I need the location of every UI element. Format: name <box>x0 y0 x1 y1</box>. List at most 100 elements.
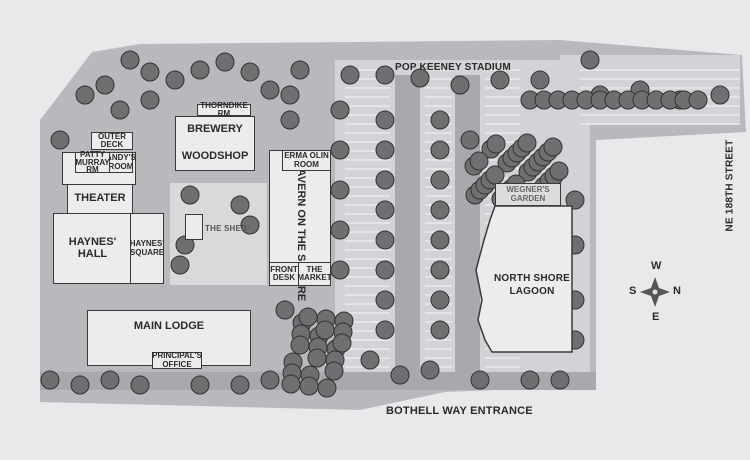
tree-icon <box>460 130 480 150</box>
tree-icon <box>430 230 450 250</box>
street-label-east: NE 188TH STREET <box>724 139 736 232</box>
tree-icon <box>375 320 395 340</box>
tree-icon <box>298 307 318 327</box>
tree-icon <box>469 151 489 171</box>
tree-icon <box>140 90 160 110</box>
tree-icon <box>330 180 350 200</box>
tree-icon <box>550 370 570 390</box>
tree-icon <box>450 75 470 95</box>
building-the-market[interactable]: THE MARKET <box>297 262 332 286</box>
tavern-label: TAVERN ON THE SQUARE <box>294 162 307 302</box>
building-outer-deck[interactable]: OUTER DECK <box>91 132 133 150</box>
brewery-label: BREWERY <box>187 123 243 136</box>
tree-icon <box>240 62 260 82</box>
north-shore-lagoon-label[interactable]: NORTH SHORE LAGOON <box>493 273 571 297</box>
driveway <box>455 75 480 385</box>
tree-icon <box>260 370 280 390</box>
lagoon-outline <box>475 205 573 353</box>
tree-icon <box>549 161 569 181</box>
tree-icon <box>190 60 210 80</box>
tree-icon <box>486 134 506 154</box>
tree-icon <box>324 361 344 381</box>
tree-icon <box>275 300 295 320</box>
trees <box>40 50 730 398</box>
compass-w: W <box>651 260 662 272</box>
tree-icon <box>375 140 395 160</box>
tree-icon <box>375 200 395 220</box>
tree-icon <box>543 137 563 157</box>
building-the-shed[interactable] <box>185 214 203 240</box>
tree-icon <box>430 140 450 160</box>
tree-icon <box>100 370 120 390</box>
tree-icon <box>332 333 352 353</box>
tree-icon <box>170 255 190 275</box>
tree-icon <box>375 260 395 280</box>
woodshop-label: WOODSHOP <box>181 149 249 162</box>
tree-icon <box>230 195 250 215</box>
street-label-south: BOTHELL WAY ENTRANCE <box>386 405 533 417</box>
building-haynes-square[interactable]: HAYNES' SQUARE <box>130 213 164 284</box>
tree-icon <box>430 170 450 190</box>
building-patty-murray-rm[interactable]: PATTY MURRAY RM <box>75 150 110 175</box>
tree-icon <box>375 170 395 190</box>
building-haynes-hall[interactable]: HAYNES' HALL <box>53 213 132 284</box>
tree-icon <box>420 360 440 380</box>
street-label-north: POP KEENEY STADIUM <box>395 62 511 73</box>
tree-icon <box>375 290 395 310</box>
building-andys-room[interactable]: ANDY'S ROOM <box>106 152 136 173</box>
tree-icon <box>517 133 537 153</box>
building-thorndike-rm[interactable]: THORNDIKE RM <box>197 101 251 118</box>
tree-icon <box>470 370 490 390</box>
tree-icon <box>490 70 510 90</box>
tree-icon <box>110 100 130 120</box>
tree-icon <box>688 90 708 110</box>
tree-icon <box>330 140 350 160</box>
tree-icon <box>290 335 310 355</box>
driveway <box>395 75 420 385</box>
tree-icon <box>580 50 600 70</box>
tree-icon <box>330 260 350 280</box>
tree-icon <box>307 348 327 368</box>
tree-icon <box>360 350 380 370</box>
tree-icon <box>375 110 395 130</box>
tree-icon <box>240 215 260 235</box>
tree-icon <box>430 290 450 310</box>
tree-icon <box>710 85 730 105</box>
building-theater[interactable]: THEATER <box>67 184 133 214</box>
tree-icon <box>390 365 410 385</box>
tree-icon <box>40 370 60 390</box>
tree-icon <box>375 65 395 85</box>
building-erma-olin-room[interactable]: ERMA OLIN ROOM <box>282 150 331 171</box>
tree-icon <box>340 65 360 85</box>
tree-icon <box>70 375 90 395</box>
building-front-desk[interactable]: FRONT DESK <box>269 262 299 286</box>
tree-icon <box>485 165 505 185</box>
tree-icon <box>215 52 235 72</box>
compass-n: N <box>673 285 682 297</box>
the-shed-label: THE SHED <box>205 224 248 233</box>
tree-icon <box>140 62 160 82</box>
tree-icon <box>75 85 95 105</box>
tree-icon <box>317 378 337 398</box>
building-principals-office[interactable]: PRINCIPAL'S OFFICE <box>152 351 202 369</box>
tree-icon <box>565 190 585 210</box>
tree-icon <box>315 320 335 340</box>
tree-icon <box>410 68 430 88</box>
wegners-garden[interactable]: WEGNER'S GARDEN <box>495 183 561 206</box>
tree-icon <box>290 60 310 80</box>
tree-icon <box>375 230 395 250</box>
tree-icon <box>299 376 319 396</box>
road-south <box>40 372 596 390</box>
building-brewery-woodshop[interactable]: BREWERY WOODSHOP <box>175 116 255 171</box>
tree-icon <box>130 375 150 395</box>
tree-icon <box>50 130 70 150</box>
tree-icon <box>280 110 300 130</box>
tree-icon <box>520 370 540 390</box>
tree-icon <box>430 110 450 130</box>
tree-icon <box>330 220 350 240</box>
tree-icon <box>281 374 301 394</box>
compass-s: S <box>629 285 637 297</box>
tree-icon <box>95 75 115 95</box>
tree-icon <box>280 85 300 105</box>
